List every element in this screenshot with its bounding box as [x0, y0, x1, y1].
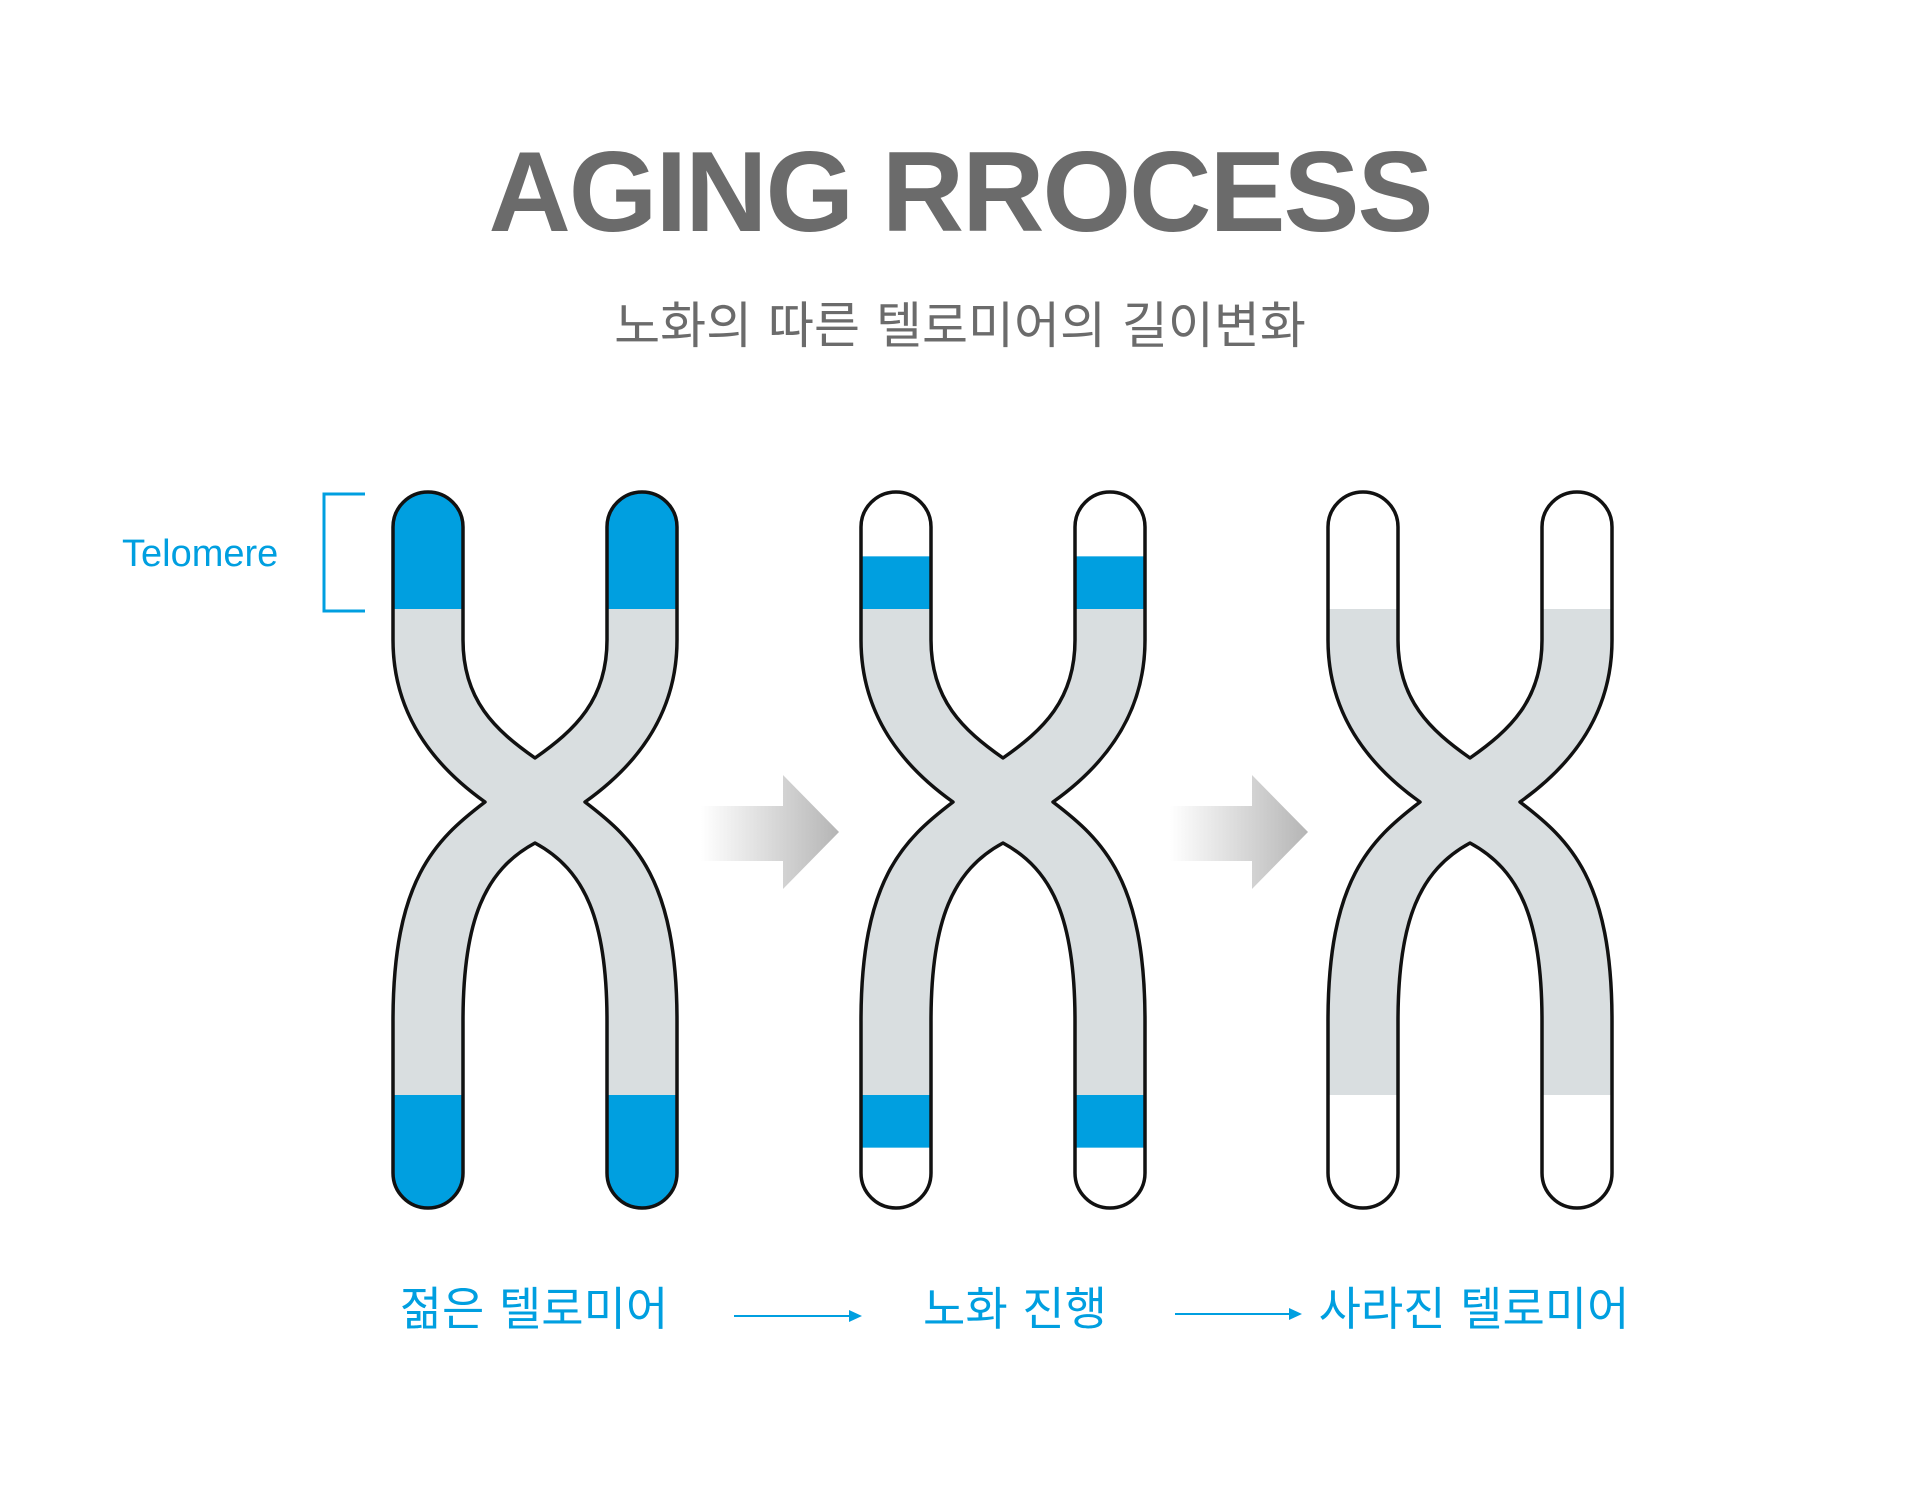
chromosome-outline — [859, 490, 1147, 1210]
telomere-bottom — [861, 1095, 1145, 1148]
chromosome-body — [861, 609, 1145, 1095]
telomere-top — [393, 492, 677, 609]
label-arrow-1 — [734, 1310, 862, 1322]
chromosome-outline — [391, 490, 679, 1210]
telomere-lost-region — [861, 492, 1145, 1208]
page-title: AGING RROCESS — [488, 129, 1433, 256]
chromosome-1 — [391, 490, 679, 1210]
telomere-bracket — [322, 492, 365, 613]
telomere-bottom — [393, 1095, 677, 1208]
telomere-top — [861, 556, 1145, 609]
page-subtitle: 노화의 따른 텔로미어의 길이변화 — [614, 297, 1306, 355]
telomere-label: Telomere — [122, 533, 279, 575]
chromosome-outline — [1326, 490, 1614, 1210]
progress-arrow-1 — [701, 775, 839, 889]
chromosome-body — [1328, 609, 1612, 1095]
label-arrow-2 — [1175, 1308, 1302, 1320]
stage-label-lost: 사라진 텔로미어 — [1318, 1282, 1630, 1336]
chromosome-body — [393, 609, 677, 1095]
stage-label-young: 젊은 텔로미어 — [399, 1282, 669, 1336]
progress-arrow-2 — [1170, 775, 1308, 889]
chromosome-3 — [1326, 490, 1614, 1210]
chromosome-2 — [859, 490, 1147, 1210]
telomere-lost-region — [1328, 492, 1612, 1208]
stage-label-aging: 노화 진행 — [923, 1282, 1107, 1336]
